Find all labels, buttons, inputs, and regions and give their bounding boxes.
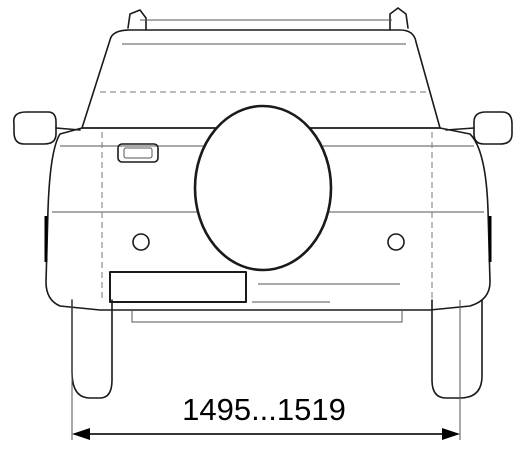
right-rear-tire — [431, 299, 483, 399]
left-rear-tire — [71, 299, 113, 399]
license-plate — [109, 271, 400, 303]
roof-rails — [127, 7, 409, 31]
spare-wheel — [193, 104, 333, 272]
dimension-extension-lines — [71, 300, 461, 440]
left-side-mirror — [12, 111, 81, 145]
track-width-dimension-line — [72, 428, 460, 440]
rear-door-handle — [117, 143, 159, 163]
track-width-label: 1495...1519 — [182, 392, 346, 427]
left-reflector — [132, 233, 150, 251]
rear-window — [81, 29, 441, 129]
right-reflector — [387, 233, 405, 251]
right-side-mirror — [445, 111, 513, 145]
